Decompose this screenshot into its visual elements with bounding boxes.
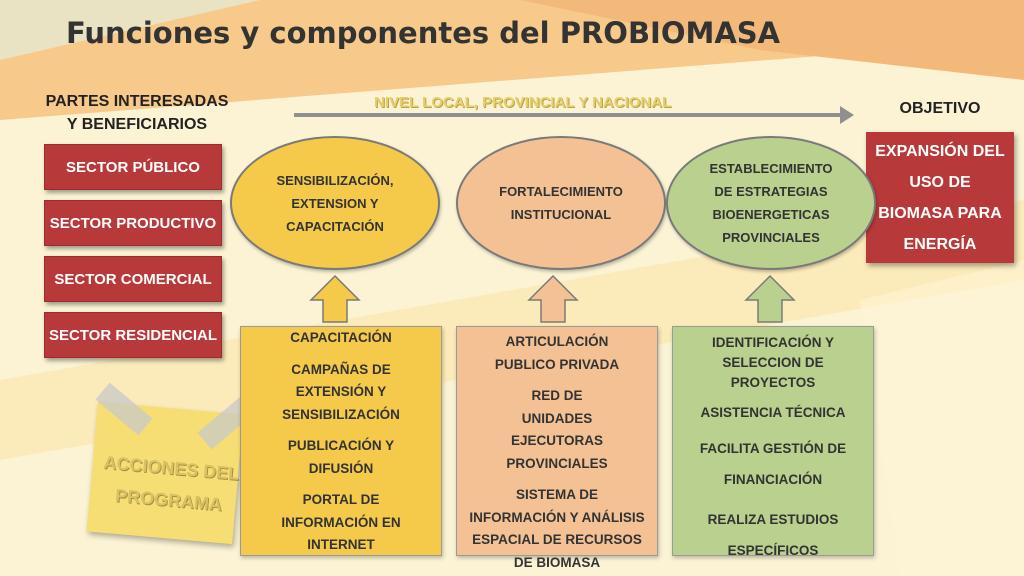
actions-box-sensibilizacion: CAPACITACIÓN CAMPAÑAS DE EXTENSIÓN Y SEN… — [240, 326, 442, 556]
action-item: SISTEMA DE INFORMACIÓN Y ANÁLISIS ESPACI… — [469, 487, 645, 570]
sector-publico: SECTOR PÚBLICO — [44, 144, 222, 190]
action-item: ARTICULACIÓN PUBLICO PRIVADA — [494, 334, 620, 372]
function-text: PROVINCIALES — [722, 230, 820, 245]
action-item: IDENTIFICACIÓN Y SELECCION DE PROYECTOS — [711, 335, 834, 390]
objective-heading: OBJETIVO — [899, 100, 981, 117]
action-item: RED DE UNIDADES EJECUTORAS PROVINCIALES — [506, 388, 608, 471]
action-item: ASISTENCIA TÉCNICA — [700, 405, 846, 420]
level-arrow-line — [294, 113, 844, 117]
function-ellipse-sensibilizacion: SENSIBILIZACIÓN, EXTENSION Y CAPACITACIÓ… — [230, 136, 440, 270]
function-ellipse-fortalecimiento: FORTALECIMIENTO INSTITUCIONAL — [456, 136, 666, 270]
objective-line: BIOMASA PARA — [878, 204, 1002, 222]
function-text: EXTENSION Y — [291, 195, 379, 211]
function-text: ESTABLECIMIENTO — [709, 161, 833, 176]
objective-line: EXPANSIÓN DEL — [875, 142, 1005, 160]
action-item: CAPACITACIÓN — [290, 330, 392, 345]
objective-box: EXPANSIÓN DEL USO DE BIOMASA PARA ENERGÍ… — [866, 132, 1014, 263]
action-item: CAMPAÑAS DE EXTENSIÓN Y SENSIBILIZACIÓN — [282, 361, 400, 422]
action-item: FACILITA GESTIÓN DE FINANCIACIÓN — [699, 440, 847, 487]
actions-note-label: ACCIONES DEL PROGRAMA — [97, 446, 242, 522]
up-arrow-icon — [309, 274, 361, 323]
stakeholders-heading-line2: Y BENEFICIARIOS — [66, 116, 208, 133]
sector-residencial: SECTOR RESIDENCIAL — [44, 312, 222, 358]
function-text: FORTALECIMIENTO — [499, 184, 623, 199]
level-label: NIVEL LOCAL, PROVINCIAL Y NACIONAL — [374, 94, 672, 111]
function-text: INSTITUCIONAL — [510, 207, 612, 222]
sector-productivo: SECTOR PRODUCTIVO — [44, 200, 222, 246]
objective-line: USO DE — [909, 173, 971, 191]
function-ellipse-estrategias: ESTABLECIMIENTO DE ESTRATEGIAS BIOENERGE… — [666, 136, 876, 270]
action-item: PUBLICACIÓN Y DIFUSIÓN — [287, 438, 395, 476]
page-title: Funciones y componentes del PROBIOMASA — [66, 16, 781, 50]
action-item: PORTAL DE INFORMACIÓN EN INTERNET — [281, 492, 401, 552]
stakeholders-heading: PARTES INTERESADAS Y BENEFICIARIOS — [30, 90, 244, 136]
function-text: CAPACITACIÓN — [286, 218, 384, 234]
actions-box-estrategias: IDENTIFICACIÓN Y SELECCION DE PROYECTOS … — [672, 326, 874, 558]
up-arrow-icon — [744, 274, 796, 323]
level-arrow-head — [840, 106, 854, 124]
objective-line: ENERGÍA — [903, 235, 977, 253]
stakeholders-heading-line1: PARTES INTERESADAS — [45, 93, 229, 110]
up-arrow-icon — [527, 274, 579, 323]
function-text: SENSIBILIZACIÓN, — [276, 172, 394, 188]
function-text: BIOENERGETICAS — [712, 207, 830, 222]
sector-comercial: SECTOR COMERCIAL — [44, 256, 222, 302]
function-text: DE ESTRATEGIAS — [714, 184, 828, 199]
actions-box-fortalecimiento: ARTICULACIÓN PUBLICO PRIVADA RED DE UNID… — [456, 326, 658, 570]
action-item: REALIZA ESTUDIOS ESPECÍFICOS — [707, 511, 839, 558]
